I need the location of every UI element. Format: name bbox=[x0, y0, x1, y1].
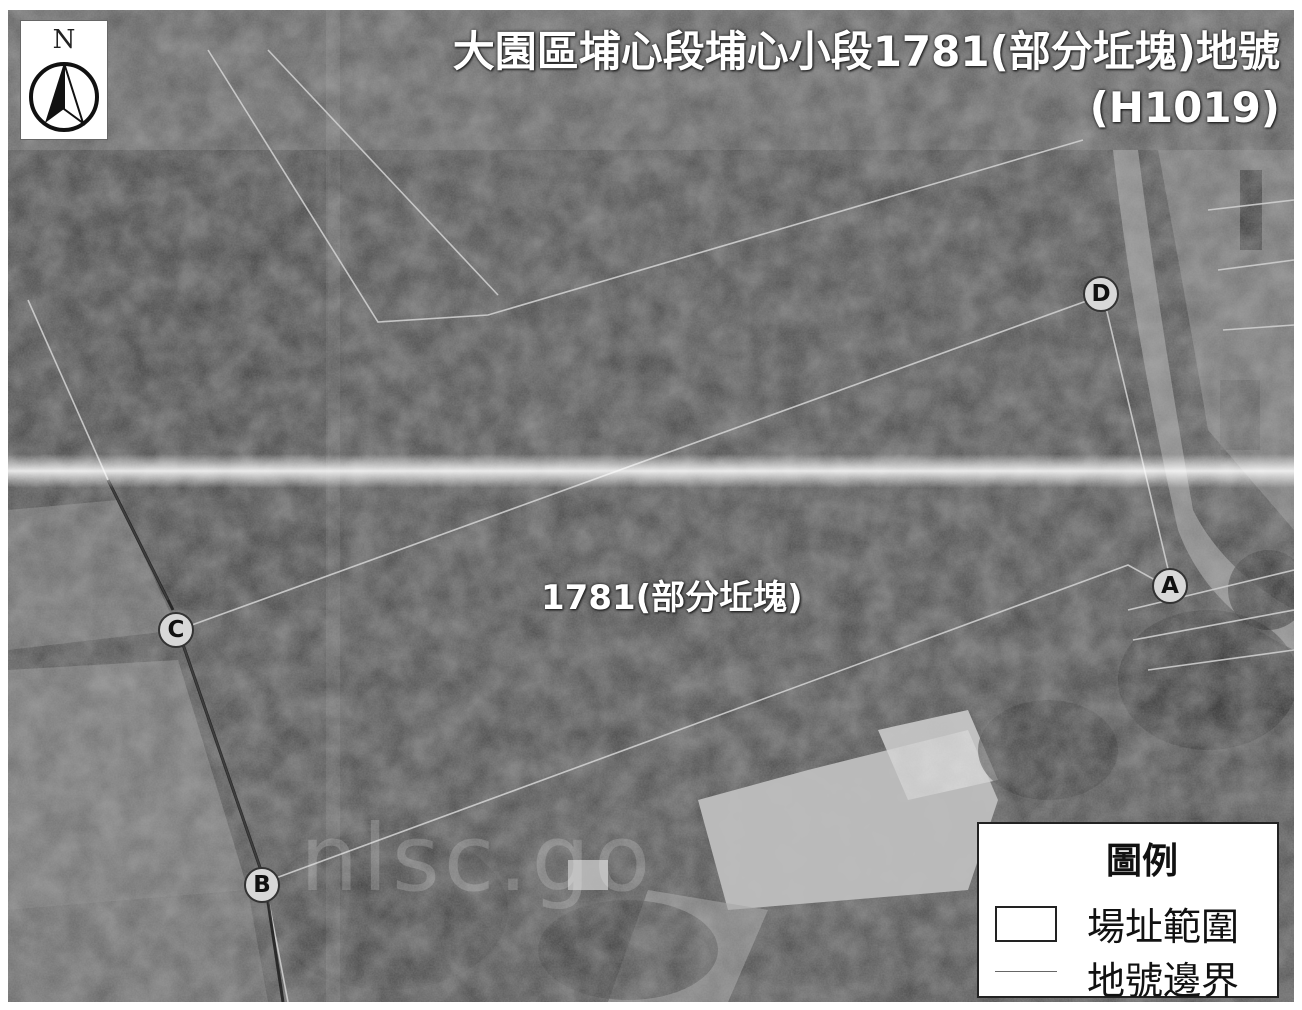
map-title: 大園區埔心段埔心小段1781(部分坵塊)地號 (H1019) bbox=[453, 24, 1280, 136]
north-letter: N bbox=[52, 25, 76, 55]
north-arrow-icon bbox=[29, 62, 99, 132]
boundary-point-d[interactable]: D bbox=[1083, 276, 1119, 312]
parcel-label: 1781(部分坵塊) bbox=[541, 578, 803, 618]
legend-site-range-symbol bbox=[995, 906, 1057, 942]
legend-parcel-boundary-label: 地號邊界 bbox=[1087, 959, 1240, 1002]
scan-streak bbox=[8, 454, 1294, 488]
legend-site-range-label: 場址範圍 bbox=[1087, 905, 1240, 949]
boundary-point-a[interactable]: A bbox=[1152, 568, 1188, 604]
aerial-imagery bbox=[8, 10, 1294, 1002]
legend-parcel-boundary-symbol bbox=[995, 971, 1057, 972]
watermark: nlsc.go bbox=[300, 805, 655, 912]
map-title-line2: (H1019) bbox=[1089, 83, 1280, 132]
aerial-map[interactable]: nlsc.go N 大園區埔心段埔心小段1781(部分坵塊)地號 (H1019)… bbox=[8, 10, 1294, 1002]
boundary-point-c[interactable]: C bbox=[158, 612, 194, 648]
north-arrow: N bbox=[20, 20, 108, 140]
legend-title: 圖例 bbox=[1105, 841, 1178, 882]
legend: 圖例 場址範圍 地號邊界 bbox=[977, 822, 1279, 1002]
boundary-point-b[interactable]: B bbox=[244, 867, 280, 903]
map-title-line1: 大園區埔心段埔心小段1781(部分坵塊)地號 bbox=[452, 27, 1280, 76]
